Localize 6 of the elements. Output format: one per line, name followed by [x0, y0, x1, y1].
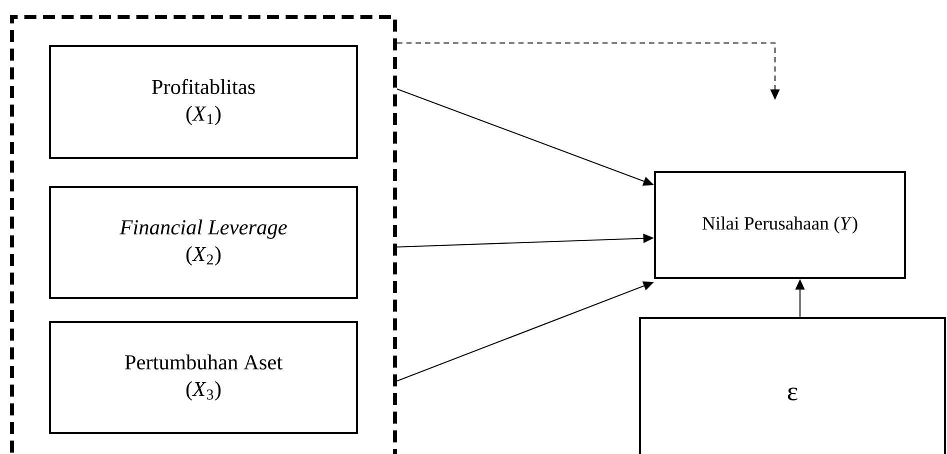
dashed-group-box — [10, 15, 397, 454]
error-term-box: ε — [639, 317, 946, 454]
variable-box: Profitablitas (X$_{1}$) — [49, 45, 358, 159]
variable-box: Financial Leverage (X$_{2}$) — [49, 186, 358, 299]
variable-box: Pertumbuhan Aset (X$_{3}$) — [49, 321, 358, 434]
variable-box: Nilai Perusahaan (Y) — [654, 171, 906, 279]
